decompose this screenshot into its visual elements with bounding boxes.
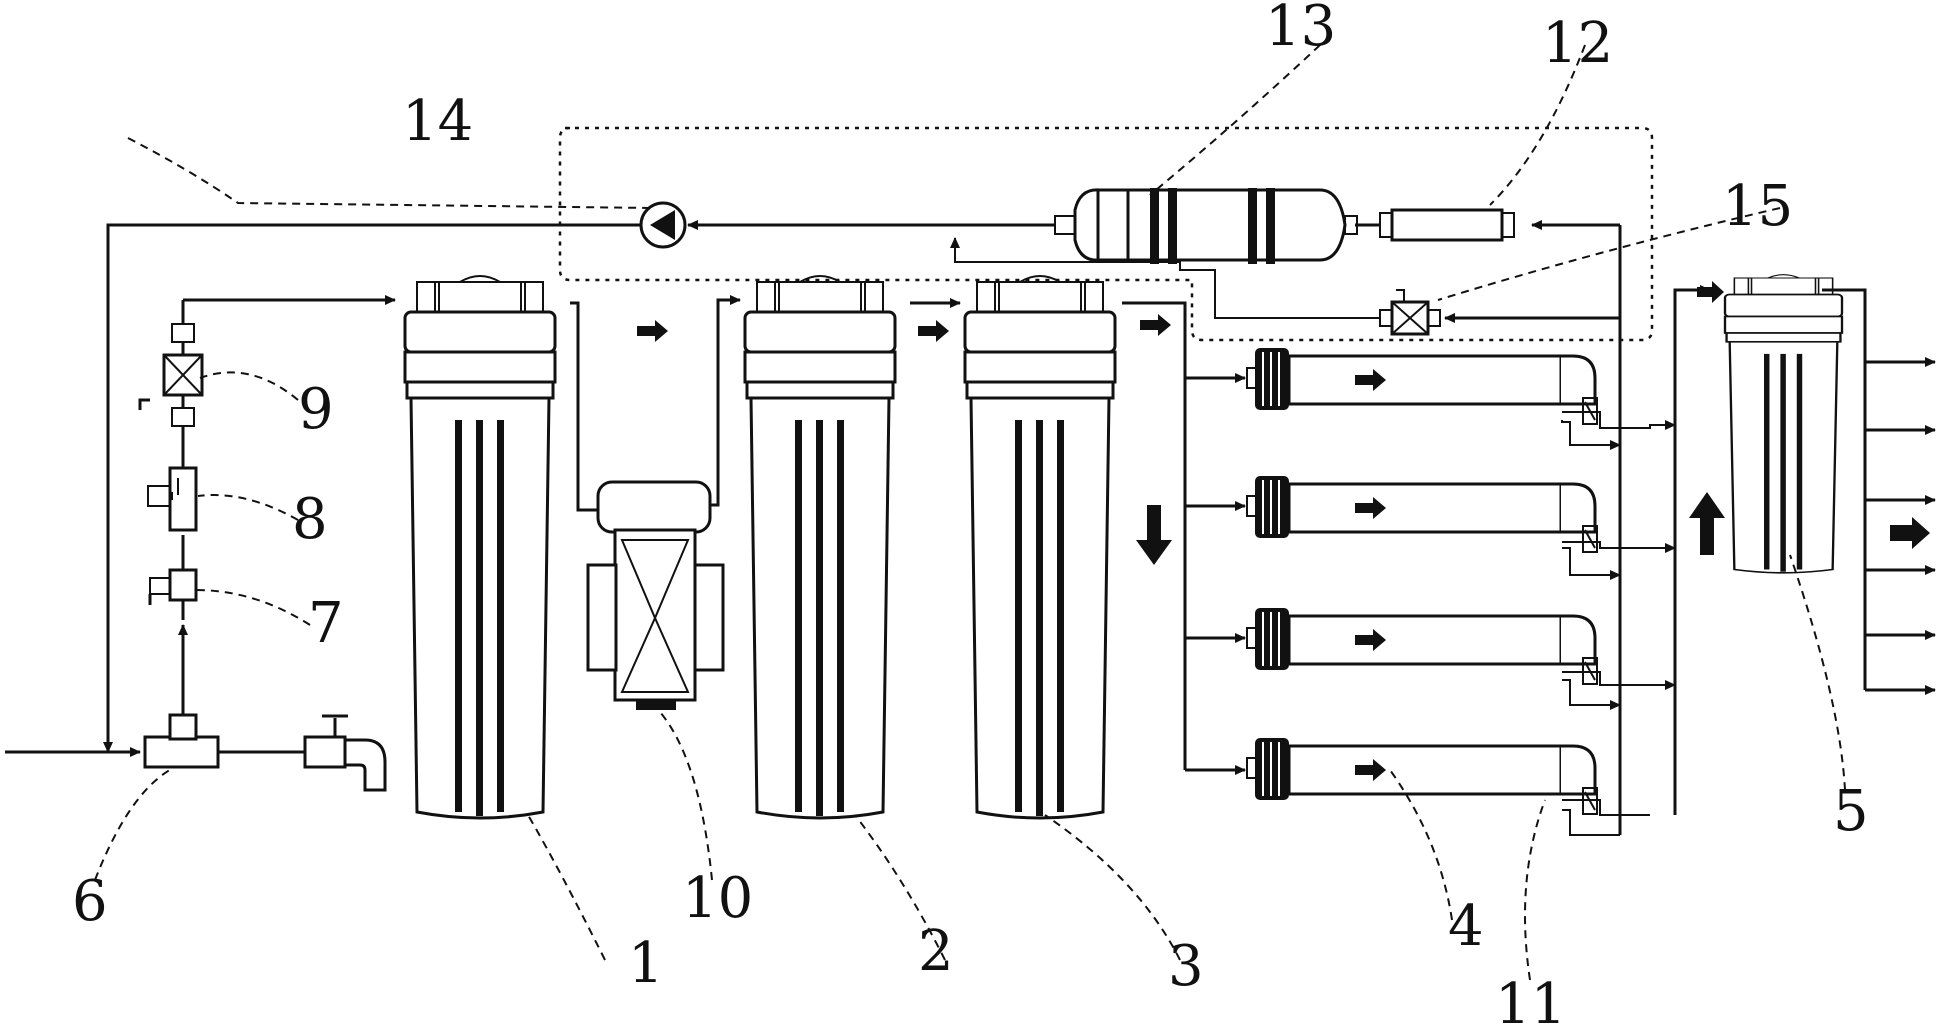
booster-pump [586,480,725,710]
label-12: 12 [1542,11,1613,76]
label-4: 4 [1448,894,1484,959]
label-3: 3 [1168,934,1204,999]
control-box [558,126,1654,342]
label-13: 13 [1265,0,1336,59]
label-1: 1 [628,931,664,996]
faucet [303,714,387,792]
label-11: 11 [1495,972,1566,1029]
valve-8 [147,466,198,532]
label-8: 8 [292,487,328,552]
return-line [103,223,640,753]
leader-lines [94,44,1846,981]
circulation-pump [639,201,687,249]
label-9: 9 [298,377,334,442]
filter-housing-5 [1723,273,1844,574]
label-5: 5 [1833,779,1869,844]
label-15: 15 [1722,174,1793,239]
label-2: 2 [918,919,954,984]
pressure-vessel [1054,188,1358,264]
valve-15 [1379,289,1441,336]
label-6: 6 [72,869,108,934]
label-10: 10 [682,866,753,931]
filter-housing-1 [403,274,557,820]
label-7: 7 [308,591,344,656]
ro-membrane-3 [1245,606,1599,686]
membrane-outputs [1561,411,1676,836]
label-14: 14 [402,89,473,154]
ro-membrane-2 [1245,474,1599,554]
tee-fitting [143,713,220,769]
valve-9 [138,323,204,427]
labels: 1 2 3 4 5 6 7 8 9 10 11 12 13 14 15 [72,0,1869,1029]
outlet-lines [1822,288,1936,695]
flow-restrictor [1379,208,1515,242]
ro-membrane-1 [1245,346,1599,426]
flow-arrows [637,281,1930,781]
filter-housing-2 [743,274,897,820]
valve-7 [148,568,198,605]
ro-membrane-4 [1245,736,1599,816]
filter-housing-3 [963,274,1117,820]
